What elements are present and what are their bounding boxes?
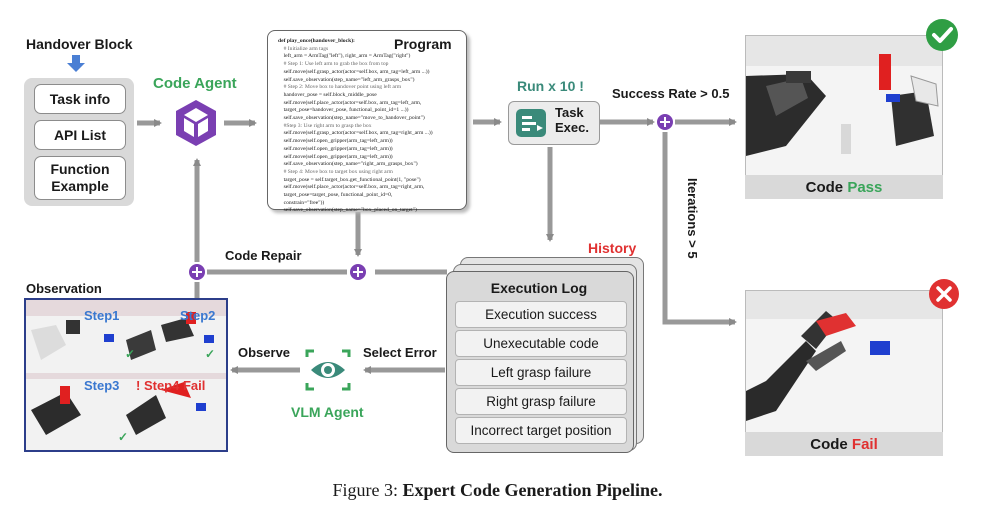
- program-box: [267, 30, 467, 210]
- merge-node-icon: [350, 264, 366, 280]
- observation-step-label: Step3: [84, 378, 120, 393]
- observation-title: Observation: [26, 281, 102, 296]
- log-row: Unexecutable code: [455, 330, 627, 357]
- merge-node-icon: [657, 114, 673, 130]
- log-row: Incorrect target position: [455, 417, 627, 444]
- code-line: self.move(self.open_gripper(arm_tag=left…: [278, 153, 393, 160]
- code-line: self.move(self.open_gripper(arm_tag=left…: [278, 145, 393, 152]
- check-circle-icon: [926, 19, 958, 51]
- program-title: Program: [394, 36, 452, 52]
- check-mark-icon: ✓: [205, 347, 216, 361]
- down-arrow-icon: [67, 55, 85, 72]
- code-fail-scene: [745, 290, 943, 434]
- code-repair-label: Code Repair: [225, 248, 302, 263]
- code-line: self.move(self.place_actor(actor=self.bo…: [278, 184, 425, 191]
- code-agent-label: Code Agent: [153, 75, 237, 92]
- code-line: self.save_observation(step_name="left_ar…: [278, 76, 415, 83]
- select-error-label: Select Error: [363, 345, 437, 360]
- program-code: def play_once(handover_block): # Initial…: [278, 38, 463, 215]
- code-line: self.move(self.grasp_actor(actor=self.bo…: [278, 130, 433, 137]
- log-row: Right grasp failure: [455, 388, 627, 415]
- run-count-label: Run x 10 !: [517, 78, 584, 94]
- log-row: Execution success: [455, 301, 627, 328]
- handover-block-label: Handover Block: [26, 36, 133, 52]
- eye-icon: [305, 349, 351, 391]
- caption-title: Expert Code Generation Pipeline.: [402, 480, 663, 500]
- code-pass-prefix: Code: [805, 178, 848, 196]
- code-line: target_pose = self.target_box.get_functi…: [278, 176, 421, 183]
- log-row: Left grasp failure: [455, 359, 627, 386]
- api-list-box: API List: [34, 120, 126, 150]
- observe-label: Observe: [238, 345, 291, 360]
- task-info-box: Task info: [34, 84, 126, 114]
- code-agent-cube-icon: [176, 100, 216, 146]
- code-line: self.save_observation(step_name="move_to…: [278, 115, 425, 122]
- code-fail-prefix: Code: [810, 435, 852, 453]
- code-line: self.save_observation(step_name="box_pla…: [278, 207, 417, 214]
- history-label: History: [588, 240, 637, 256]
- execution-log-title: Execution Log: [490, 280, 588, 296]
- x-circle-icon: [929, 279, 959, 309]
- code-line: #Step 3: Use right arm to grasp the box: [278, 122, 372, 129]
- caption-prefix: Figure 3:: [332, 480, 403, 500]
- code-line: # Initialize arm tags: [278, 45, 329, 52]
- code-line: # Step 4: Move box to target box using r…: [278, 168, 393, 175]
- code-line: handover_pose = self.block_middle_pose: [278, 91, 377, 98]
- code-line: self.save_observation(step_name="right_a…: [278, 161, 418, 168]
- success-rate-label: Success Rate > 0.5: [612, 86, 730, 101]
- code-line: self.move(self.open_gripper(arm_tag=left…: [278, 138, 393, 145]
- observation-panel: [24, 298, 228, 452]
- function-example-box: Function Example: [34, 156, 126, 200]
- observation-step-label: Step1: [84, 308, 120, 323]
- figure-caption: Figure 3: Expert Code Generation Pipelin…: [0, 480, 995, 501]
- task-exec-label: Task Exec.: [555, 105, 589, 135]
- code-pass-scene: [745, 35, 943, 177]
- code-pass-label: Code Pass: [745, 175, 943, 199]
- code-line: # Step 1: Use left arm to grab the box f…: [278, 61, 389, 68]
- observation-step-label: ! Step4 Fail: [136, 378, 206, 393]
- code-fail-status: Fail: [851, 435, 878, 453]
- code-pass-status: Pass: [847, 178, 883, 196]
- task-exec-icon: [516, 109, 546, 137]
- vlm-agent-label: VLM Agent: [291, 404, 364, 420]
- code-line: target_pose=target_pose, functional_poin…: [278, 192, 393, 199]
- code-line: def play_once(handover_block):: [278, 38, 355, 44]
- iterations-label: Iterations > 5: [685, 178, 700, 259]
- merge-node-icon: [189, 264, 205, 280]
- code-fail-label: Code Fail: [745, 432, 943, 456]
- code-line: left_arm = ArmTag("left"), right_arm = A…: [278, 53, 411, 60]
- code-line: self.move(self.place_actor(actor=self.bo…: [278, 99, 422, 106]
- code-line: # Step 2: Move box to handover point usi…: [278, 84, 402, 91]
- code-line: constrain="free")): [278, 199, 325, 206]
- code-line: self.move(self.grasp_actor(actor=self.bo…: [278, 68, 430, 75]
- check-mark-icon: ✓: [118, 430, 129, 444]
- code-line: target_pose=handover_pose, functional_po…: [278, 107, 409, 114]
- observation-step-label: Step2: [180, 308, 216, 323]
- check-mark-icon: ✓: [125, 347, 136, 361]
